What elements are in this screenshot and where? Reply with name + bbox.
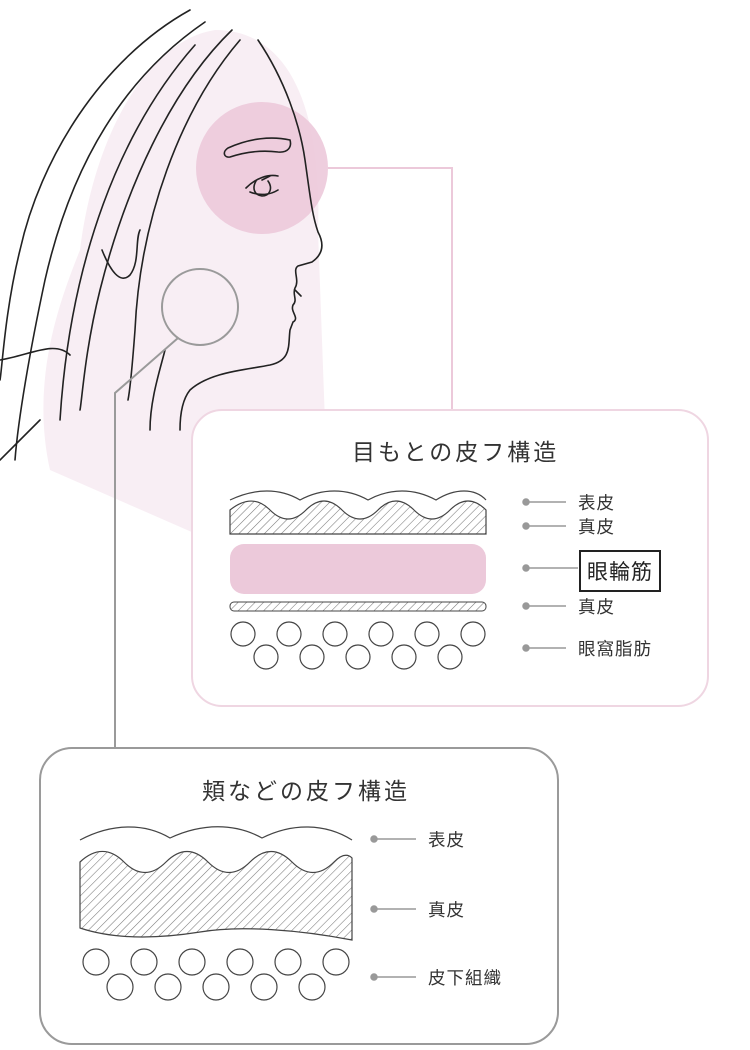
cheek-layer-epidermis [79,826,353,841]
eye-layer-dermis-lower [229,601,487,612]
eye-label-orbital-fat: 眼窩脂肪 [578,640,652,660]
cheek-label-dermis: 真皮 [428,901,465,921]
eye-layer-orbital-fat [230,621,486,670]
eye-panel-title: 目もとの皮フ構造 [352,440,560,466]
eye-area-highlight [196,102,328,234]
eye-layer-dermis-upper [229,500,487,535]
eye-connector-line [328,167,453,410]
cheek-area-indicator [161,268,239,346]
face-profile-drawing [0,9,323,461]
eye-label-leaders [522,498,578,652]
cheek-label-leaders [370,835,416,981]
cheek-connector-line [114,337,179,748]
cheek-label-epidermis: 表皮 [428,831,465,851]
eye-label-epidermis: 表皮 [578,494,615,514]
cheek-label-subcutaneous: 皮下組織 [428,969,502,989]
eye-label-dermis-upper: 真皮 [578,518,615,538]
eye-layer-orbicularis-muscle [230,544,486,594]
eye-layer-epidermis [229,490,487,501]
eye-label-orbicularis-muscle: 眼輪筋 [579,550,661,592]
cheek-layer-subcutaneous [82,948,350,1001]
cheek-panel-title: 頬などの皮フ構造 [202,779,410,805]
eye-label-dermis-lower: 真皮 [578,598,615,618]
cheek-layer-dermis [79,850,353,941]
